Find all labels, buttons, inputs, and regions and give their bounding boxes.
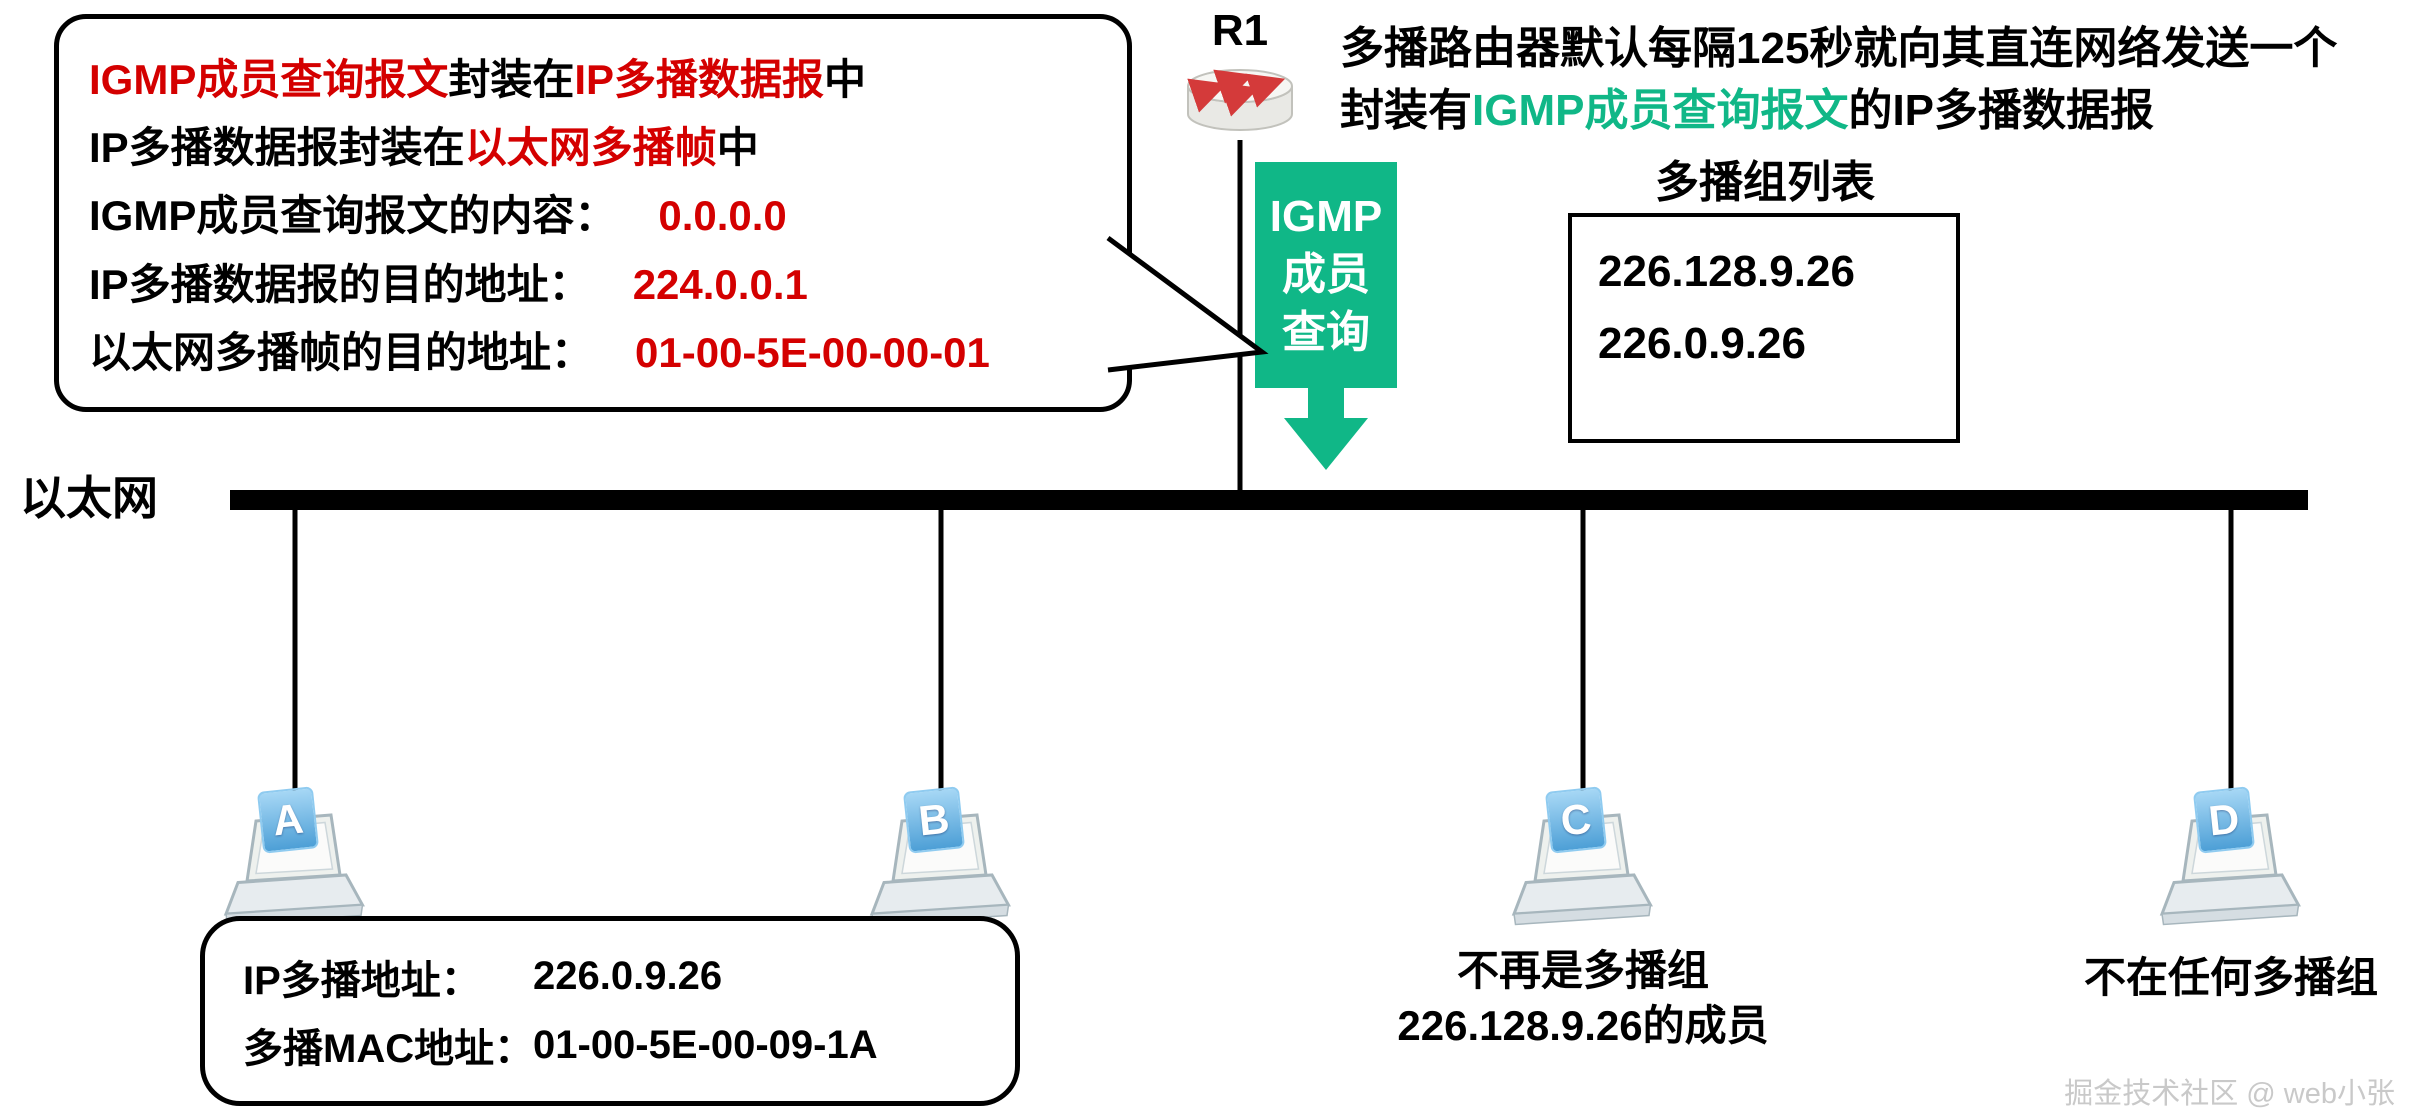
- down-arrow-icon: [1284, 418, 1368, 470]
- watermark: 掘金技术社区 @ web小张: [2064, 1078, 2395, 1110]
- callout-line-4: IP多播数据报的目的地址： 224.0.0.1: [89, 251, 1097, 312]
- callout-text-segment: 封装在: [448, 56, 575, 104]
- host-d-note: 不在任何多播组: [2083, 954, 2378, 1001]
- host-a-ip-row: IP多播地址： 226.0.9.26: [243, 948, 995, 1006]
- mac-multicast-value: 01-00-5E-00-09-1A: [533, 1022, 878, 1067]
- igmp-query-callout: IGMP成员查询报文封装在IP多播数据报中 IP多播数据报封装在以太网多播帧中 …: [54, 14, 1132, 412]
- host-a: A: [220, 786, 370, 929]
- ethernet-bus-line: [230, 490, 2308, 510]
- igmp-box-line: IGMP: [1269, 191, 1383, 241]
- host-c: C: [1508, 786, 1658, 929]
- igmp-query-highlight: IGMP成员查询报文: [1472, 86, 1849, 136]
- router-behavior-text: 多播路由器默认每隔125秒就向其直连网络发送一个 封装有IGMP成员查询报文的I…: [1340, 18, 2427, 143]
- callout-label: IP多播数据报的目的地址：: [89, 260, 591, 308]
- igmp-query-box: IGMP 成员 查询: [1255, 162, 1397, 388]
- callout-line-5: 以太网多播帧的目的地址： 01-00-5E-00-00-01: [89, 319, 1097, 380]
- mac-multicast-label: 多播MAC地址：: [243, 1027, 535, 1072]
- router-behavior-line-2: 封装有IGMP成员查询报文的IP多播数据报: [1340, 80, 2427, 142]
- mac-dest-address-value: 01-00-5E-00-00-01: [635, 328, 990, 376]
- callout-tail: [1106, 235, 1269, 373]
- callout-text-segment: IP多播数据报封装在: [89, 124, 465, 172]
- router-label: R1: [1211, 6, 1269, 55]
- ip-multicast-label: IP多播地址：: [243, 958, 481, 1003]
- callout-text-segment: IGMP成员查询报文: [89, 56, 449, 104]
- down-arrow-icon: [1308, 388, 1344, 420]
- callout-text-segment: IP多播数据报: [574, 56, 825, 104]
- host-letter-badge: B: [902, 786, 966, 854]
- callout-text-segment: 中: [716, 124, 759, 172]
- callout-text-segment: 以太网多播帧: [464, 124, 717, 172]
- igmp-box-line: 成员: [1282, 249, 1370, 299]
- group-list-box: 226.128.9.26 226.0.9.26: [1568, 213, 1960, 443]
- ip-dest-address-value: 224.0.0.1: [632, 260, 808, 308]
- callout-line-1: IGMP成员查询报文封装在IP多播数据报中: [89, 46, 1097, 107]
- callout-label: IGMP成员查询报文的内容：: [89, 192, 617, 240]
- group-list-title: 多播组列表: [1655, 158, 1875, 207]
- host-a-mac-row: 多播MAC地址： 01-00-5E-00-09-1A: [243, 1016, 995, 1074]
- host-d: D: [2156, 786, 2306, 929]
- host-c-note: 不再是多播组 226.128.9.26的成员: [1333, 944, 1833, 1053]
- ethernet-label: 以太网: [20, 472, 158, 524]
- host-c-note-line-1: 不再是多播组: [1456, 947, 1709, 994]
- callout-text-segment: 中: [824, 56, 867, 104]
- group-list-item: 226.0.9.26: [1598, 319, 1806, 368]
- host-b: B: [866, 786, 1016, 929]
- host-letter-badge: A: [256, 786, 320, 854]
- ip-multicast-value: 226.0.9.26: [533, 954, 723, 999]
- callout-label: 以太网多播帧的目的地址：: [89, 328, 594, 376]
- igmp-content-value: 0.0.0.0: [658, 192, 787, 240]
- igmp-box-line: 查询: [1282, 308, 1370, 358]
- host-letter-badge: D: [2192, 786, 2256, 854]
- text-segment: 封装有: [1340, 86, 1472, 136]
- callout-line-2: IP多播数据报封装在以太网多播帧中: [89, 114, 1097, 175]
- host-letter-badge: C: [1544, 786, 1608, 854]
- router-behavior-line-1: 多播路由器默认每隔125秒就向其直连网络发送一个: [1340, 24, 2338, 73]
- host-a-address-callout: IP多播地址： 226.0.9.26 多播MAC地址： 01-00-5E-00-…: [200, 916, 1020, 1106]
- callout-line-3: IGMP成员查询报文的内容： 0.0.0.0: [89, 182, 1097, 243]
- host-c-note-line-2: 226.128.9.26的成员: [1397, 1001, 1769, 1049]
- router-icon: [1187, 69, 1293, 131]
- group-list-item: 226.128.9.26: [1598, 247, 1855, 296]
- text-segment: 的IP多播数据报: [1848, 86, 2155, 136]
